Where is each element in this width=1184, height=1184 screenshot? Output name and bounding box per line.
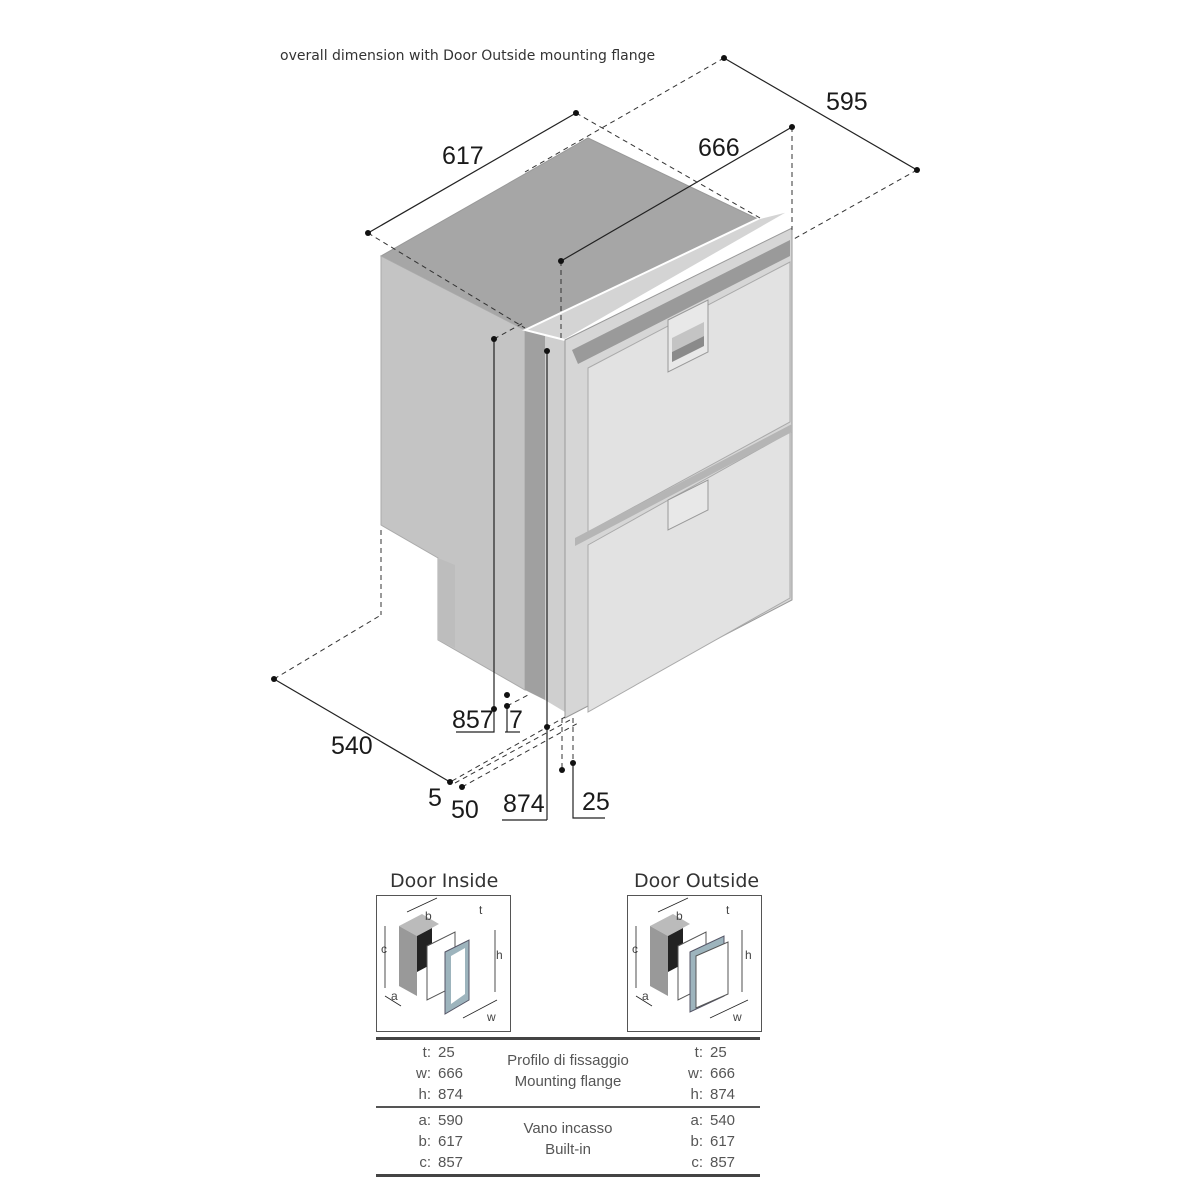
diagram-caption: overall dimension with Door Outside moun… [280,48,656,64]
table-bottom-rule [376,1174,760,1177]
label-c: c [632,942,638,956]
label-c: c [381,942,387,956]
table-group-mounting-flange: t:25 w:666 h:874 Profilo di fissaggio Mo… [376,1040,760,1106]
label-h: h [496,948,503,962]
label-w: w [732,1010,742,1024]
dim-7: 7 [509,706,523,734]
door-inside-panel: b t c h a w [376,895,511,1032]
dim-25: 25 [582,788,610,816]
label-t: t [479,903,483,917]
dimension-lines [273,57,918,821]
label-t: t [726,903,730,917]
group-label: Profilo di fissaggio Mounting flange [507,1052,629,1090]
label-h: h [745,948,752,962]
isometric-dimension-drawing: 617 595 666 857 7 540 5 50 874 25 [271,55,920,824]
dim-540: 540 [331,732,373,760]
table-group-built-in: a:590 b:617 c:857 Vano incasso Built-in … [376,1108,760,1174]
label-b: b [676,909,683,923]
fridge-cabinet [379,137,793,719]
door-outside-illustration: b t c h a w [632,897,752,1024]
dimension-endpoints [271,55,920,790]
table-mid-rule [376,1106,760,1108]
dim-857: 857 [452,706,494,734]
dim-874: 874 [503,790,545,818]
label-b: b [425,909,432,923]
dim-5: 5 [428,784,442,812]
door-outside-values: t:25 w:666 h:874 [688,1044,736,1103]
label-a: a [391,989,398,1003]
door-outside-panel: b t c h a w [627,895,762,1032]
dim-595: 595 [826,88,868,116]
door-outside-values: a:540 b:617 c:857 [690,1112,736,1171]
door-inside-title: Door Inside [390,870,499,892]
table-top-rule [376,1037,760,1040]
group-label: Vano incasso Built-in [523,1120,613,1158]
door-inside-values: a:590 b:617 c:857 [418,1112,464,1171]
spec-table: t:25 w:666 h:874 Profilo di fissaggio Mo… [376,1037,760,1177]
label-a: a [642,989,649,1003]
dim-666: 666 [698,134,740,162]
dim-50: 50 [451,796,479,824]
dim-617: 617 [442,142,484,170]
door-inside-values: t:25 w:666 h:874 [416,1044,464,1103]
door-inside-illustration: b t c h a w [381,897,503,1024]
label-w: w [486,1010,496,1024]
door-outside-title: Door Outside [634,870,760,892]
